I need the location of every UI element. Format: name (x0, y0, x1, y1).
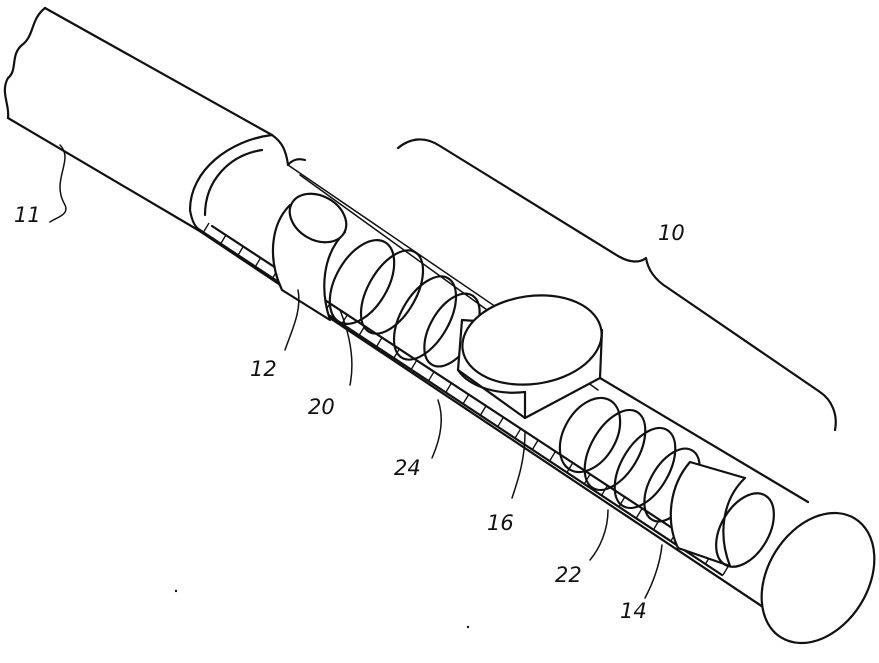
hatch-line (446, 383, 452, 393)
hatch-line (515, 428, 521, 438)
label-ball: 16 (487, 511, 514, 535)
hatch-line (255, 257, 261, 267)
hatch-line (636, 508, 642, 518)
hatch-line (498, 417, 504, 427)
scan-speck (467, 626, 469, 628)
hatch-line (428, 371, 434, 381)
hatch-line (203, 223, 209, 233)
hatch-line (550, 451, 556, 461)
label-housing: 11 (14, 203, 41, 227)
label-spring-left: 20 (308, 395, 335, 419)
hatch-line (220, 234, 226, 244)
label-piston-right: 14 (620, 599, 647, 623)
label-ball-seat: 24 (394, 456, 421, 480)
label-assembly: 10 (658, 221, 685, 245)
hatch-line (480, 405, 486, 415)
hatch-line (376, 337, 382, 347)
hatch-line (463, 394, 469, 404)
scan-speck (175, 590, 177, 592)
hatch-line (238, 246, 244, 256)
label-spring-right: 22 (555, 563, 582, 587)
left-piston (273, 184, 355, 320)
hatch-line (532, 440, 538, 450)
hatch-line (411, 360, 417, 370)
label-piston-left: 12 (250, 357, 277, 381)
